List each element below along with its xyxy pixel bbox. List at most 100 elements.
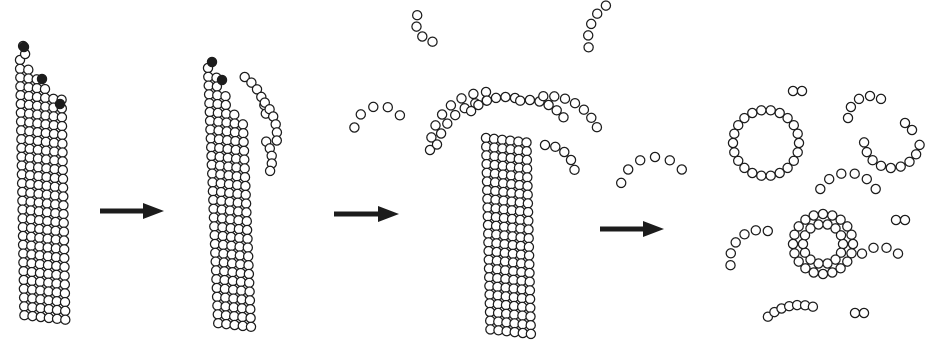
protofilament-subunit: [539, 92, 548, 101]
ring-subunit: [788, 239, 797, 248]
lattice-subunit: [58, 174, 67, 183]
lattice-subunit: [522, 147, 531, 156]
ring-subunit: [793, 148, 802, 157]
lattice-subunit: [525, 286, 534, 295]
protofilament-subunit: [457, 94, 466, 103]
free-oligomer-subunit: [854, 94, 863, 103]
ring-subunit: [838, 239, 847, 248]
protofilament-subunit: [266, 166, 275, 175]
free-oligomer-subunit: [846, 102, 855, 111]
free-oligomer-subunit: [862, 148, 871, 157]
stage-intact-microtubule: [15, 41, 70, 324]
gtp-cap-subunit: [217, 75, 226, 84]
lattice-subunit: [244, 269, 253, 278]
lattice-subunit: [59, 201, 68, 210]
lattice-subunit: [239, 129, 248, 138]
free-oligomer-subunit: [882, 243, 891, 252]
protofilament-subunit: [272, 136, 281, 145]
lattice-subunit: [40, 85, 49, 94]
tubulin-dimer-subunit: [797, 86, 806, 95]
lattice-subunit: [241, 190, 250, 199]
gtp-cap-subunit: [19, 42, 28, 51]
tubulin-dimer-subunit: [859, 308, 868, 317]
lattice-subunit: [523, 190, 532, 199]
free-oligomer-subunit: [808, 302, 817, 311]
lattice-subunit: [526, 321, 535, 330]
free-oligomer-subunit: [907, 125, 916, 134]
ring-subunit: [766, 171, 775, 180]
free-oligomer-subunit: [905, 157, 914, 166]
free-oligomer-subunit: [601, 1, 610, 10]
tubulin-dimer-subunit: [891, 215, 900, 224]
lattice-subunit: [60, 271, 69, 280]
ring-subunit: [809, 211, 818, 220]
free-oligomer-subunit: [413, 11, 422, 20]
protofilament-subunit: [540, 140, 549, 149]
protofilament-subunit: [516, 96, 525, 105]
ring-subunit: [730, 129, 739, 138]
ring-subunit: [836, 231, 845, 240]
ring-subunit: [766, 106, 775, 115]
tubulin-dimer-subunit: [788, 86, 797, 95]
lattice-subunit: [242, 217, 251, 226]
lattice-subunit: [244, 252, 253, 261]
protofilament-subunit: [432, 140, 441, 149]
protofilament-subunit: [501, 92, 510, 101]
protofilament-subunit: [469, 89, 478, 98]
lattice-subunit: [57, 122, 66, 131]
lattice-subunit: [525, 260, 534, 269]
free-oligomer-subunit: [636, 156, 645, 165]
lattice-subunit: [245, 278, 254, 287]
protofilament-subunit: [438, 110, 447, 119]
ring-subunit: [818, 269, 827, 278]
ring-subunit: [757, 171, 766, 180]
ring-subunit: [730, 148, 739, 157]
lattice-subunit: [60, 245, 69, 254]
free-oligomer-subunit: [850, 169, 859, 178]
free-oligomer-subunit: [584, 43, 593, 52]
free-oligomer-subunit: [412, 22, 421, 31]
free-oligomer-subunit: [383, 103, 392, 112]
lattice-subunit: [243, 234, 252, 243]
ring-subunit: [847, 230, 856, 239]
free-oligomer-subunit: [587, 19, 596, 28]
free-oligomer-subunit: [395, 111, 404, 120]
lattice-subunit: [221, 92, 230, 101]
arrow-1: [100, 203, 164, 219]
lattice-subunit: [239, 146, 248, 155]
free-oligomer-subunit: [751, 226, 760, 235]
tubulin-dimer-subunit: [900, 215, 909, 224]
protofilament-subunit: [566, 155, 575, 164]
free-oligomer-subunit: [677, 165, 686, 174]
protofilament-subunit: [551, 142, 560, 151]
protofilament-subunit: [443, 119, 452, 128]
ring-subunit: [814, 220, 823, 229]
free-oligomer-subunit: [726, 261, 735, 270]
free-oligomer-subunit: [740, 230, 749, 239]
lattice-subunit: [221, 100, 230, 109]
lattice-subunit: [523, 181, 532, 190]
protofilament-subunit: [570, 165, 579, 174]
lattice-subunit: [245, 287, 254, 296]
lattice-subunit: [60, 280, 69, 289]
free-oligomer-subunit: [825, 175, 834, 184]
lattice-subunit: [523, 199, 532, 208]
lattice-subunit: [522, 138, 531, 147]
protofilament-subunit: [560, 147, 569, 156]
lattice-subunit: [525, 277, 534, 286]
ring-subunit: [823, 259, 832, 268]
lattice-subunit: [60, 262, 69, 271]
lattice-subunit: [58, 157, 67, 166]
lattice-subunit: [240, 155, 249, 164]
arrow-2: [334, 206, 399, 222]
lattice-subunit: [239, 137, 248, 146]
arrow-3: [600, 221, 664, 237]
lattice-subunit: [526, 295, 535, 304]
lattice-subunit: [60, 289, 69, 298]
free-oligomer-subunit: [862, 175, 871, 184]
lattice-subunit: [524, 216, 533, 225]
protofilament-subunit: [579, 105, 588, 114]
free-oligomer-subunit: [665, 156, 674, 165]
lattice-subunit: [58, 139, 67, 148]
